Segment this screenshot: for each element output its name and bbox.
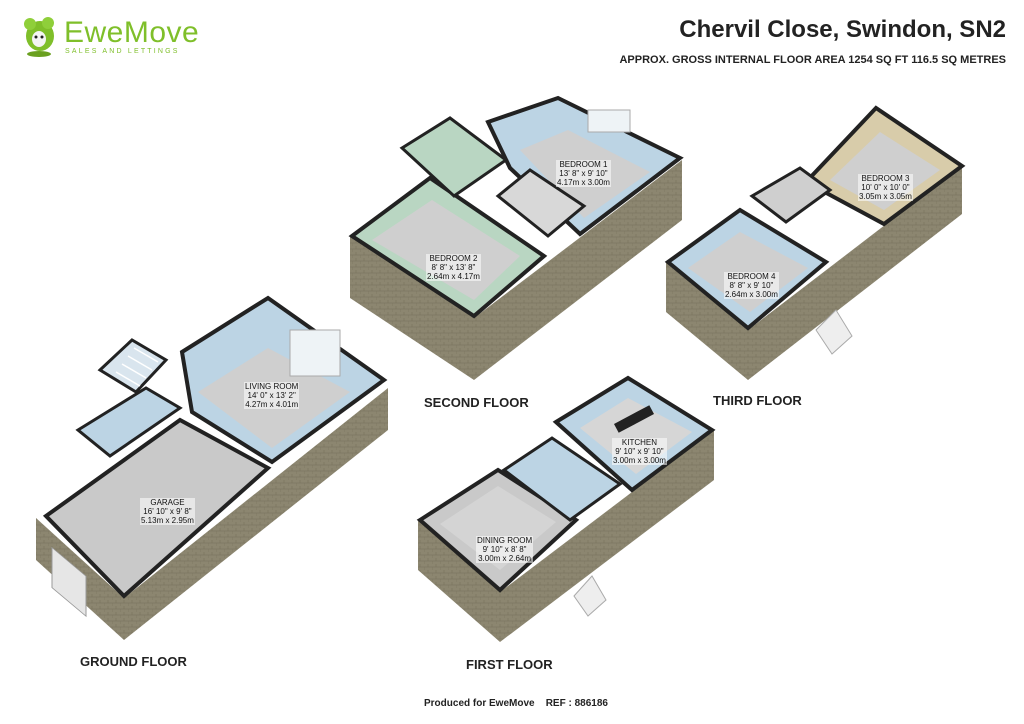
brand-tagline: SALES AND LETTINGS: [65, 48, 180, 55]
kitchen-imperial: 9' 10" x 9' 10": [615, 447, 664, 456]
garage-door: [51, 546, 87, 618]
room-label-dining: DINING ROOM 9' 10" x 8' 8" 3.00m x 2.64m: [476, 536, 534, 563]
living-room-name: LIVING ROOM: [245, 382, 299, 391]
ground-floor-wall-front: [124, 388, 388, 640]
bedroom4-imperial: 8' 8" x 9' 10": [729, 281, 774, 290]
second-floor-wall-left: [350, 236, 474, 380]
kitchen-metric: 3.00m x 3.00m: [613, 456, 666, 465]
dining-room-metric: 3.00m x 2.64m: [478, 554, 532, 563]
third-floor-plan: [664, 105, 966, 380]
hall-floor: [75, 386, 183, 458]
bedroom3-name: BEDROOM 3: [861, 174, 910, 183]
bedroom3-imperial: 10' 0" x 10' 0": [861, 183, 910, 192]
room-label-living: LIVING ROOM 14' 0" x 13' 2" 4.27m x 4.01…: [244, 382, 300, 409]
first-floor-plan: [416, 375, 716, 642]
footer-produced: Produced for EweMove: [424, 698, 535, 709]
first-hall-floor: [501, 436, 623, 522]
first-floor-stairs: [573, 575, 607, 617]
garage-metric: 5.13m x 2.95m: [141, 516, 194, 525]
ewemove-logo: [24, 17, 54, 57]
living-window: [289, 329, 341, 377]
stairs-ground: [97, 338, 169, 394]
room-label-bedroom2: BEDROOM 2 8' 8" x 13' 8" 2.64m x 4.17m: [426, 254, 481, 281]
second-floor-plan: [348, 95, 684, 380]
bedroom3-metric: 3.05m x 3.05m: [859, 192, 912, 201]
ground-floor-plan: [36, 295, 388, 640]
bedroom1-imperial: 13' 8" x 9' 10": [559, 169, 608, 178]
property-title: Chervil Close, Swindon, SN2: [679, 16, 1006, 43]
dining-room-carpet: [440, 486, 556, 570]
dining-room-name: DINING ROOM: [477, 536, 533, 545]
room-label-bedroom4: BEDROOM 4 8' 8" x 9' 10" 2.64m x 3.00m: [724, 272, 779, 299]
bathroom-floor: [495, 168, 587, 238]
kitchen-counter: [613, 405, 655, 433]
room-label-kitchen: KITCHEN 9' 10" x 9' 10" 3.00m x 3.00m: [612, 438, 667, 465]
first-floor-wall-left: [418, 520, 500, 642]
bedroom2-imperial: 8' 8" x 13' 8": [431, 263, 476, 272]
first-floor-label: FIRST FLOOR: [466, 657, 553, 672]
room-label-bedroom1: BEDROOM 1 13' 8" x 9' 10" 4.17m x 3.00m: [556, 160, 611, 187]
room-label-garage: GARAGE 16' 10" x 9' 8" 5.13m x 2.95m: [140, 498, 195, 525]
living-room-metric: 4.27m x 4.01m: [245, 400, 299, 409]
floor-area: APPROX. GROSS INTERNAL FLOOR AREA 1254 S…: [619, 54, 1006, 66]
room-label-bedroom3: BEDROOM 3 10' 0" x 10' 0" 3.05m x 3.05m: [858, 174, 913, 201]
bedroom2-name: BEDROOM 2: [429, 254, 478, 263]
bedroom4-metric: 2.64m x 3.00m: [725, 290, 778, 299]
third-floor-wall-left: [666, 262, 748, 380]
garage-name: GARAGE: [150, 498, 185, 507]
bedroom4-name: BEDROOM 4: [727, 272, 776, 281]
footer: Produced for EweMove REF : 886186: [424, 698, 608, 709]
third-landing-floor: [749, 166, 833, 224]
first-floor-wall-front: [500, 430, 714, 642]
stair-steps-ground: [115, 347, 159, 387]
third-floor-label: THIRD FLOOR: [713, 393, 802, 408]
bedroom1-window: [587, 109, 631, 133]
ground-floor-label: GROUND FLOOR: [80, 654, 187, 669]
kitchen-name: KITCHEN: [621, 438, 658, 447]
bedroom1-metric: 4.17m x 3.00m: [557, 178, 610, 187]
third-floor-wall-front: [748, 166, 962, 380]
garage-imperial: 16' 10" x 9' 8": [143, 507, 192, 516]
footer-ref: REF : 886186: [545, 698, 608, 709]
living-room-imperial: 14' 0" x 13' 2": [247, 391, 296, 400]
sheep-logo-icon: [24, 17, 54, 57]
third-floor-stairs: [815, 309, 853, 355]
dining-room-imperial: 9' 10" x 8' 8": [482, 545, 527, 554]
bedroom2-metric: 2.64m x 4.17m: [427, 272, 480, 281]
landing-floor: [399, 116, 509, 198]
bedroom3-carpet: [830, 132, 940, 210]
second-floor-label: SECOND FLOOR: [424, 395, 529, 410]
kitchen-tiles: [580, 398, 692, 474]
brand-name: EweMove: [64, 16, 200, 49]
second-floor-wall-front: [474, 160, 682, 380]
bedroom1-name: BEDROOM 1: [559, 160, 608, 169]
bedroom2-carpet: [372, 200, 520, 300]
